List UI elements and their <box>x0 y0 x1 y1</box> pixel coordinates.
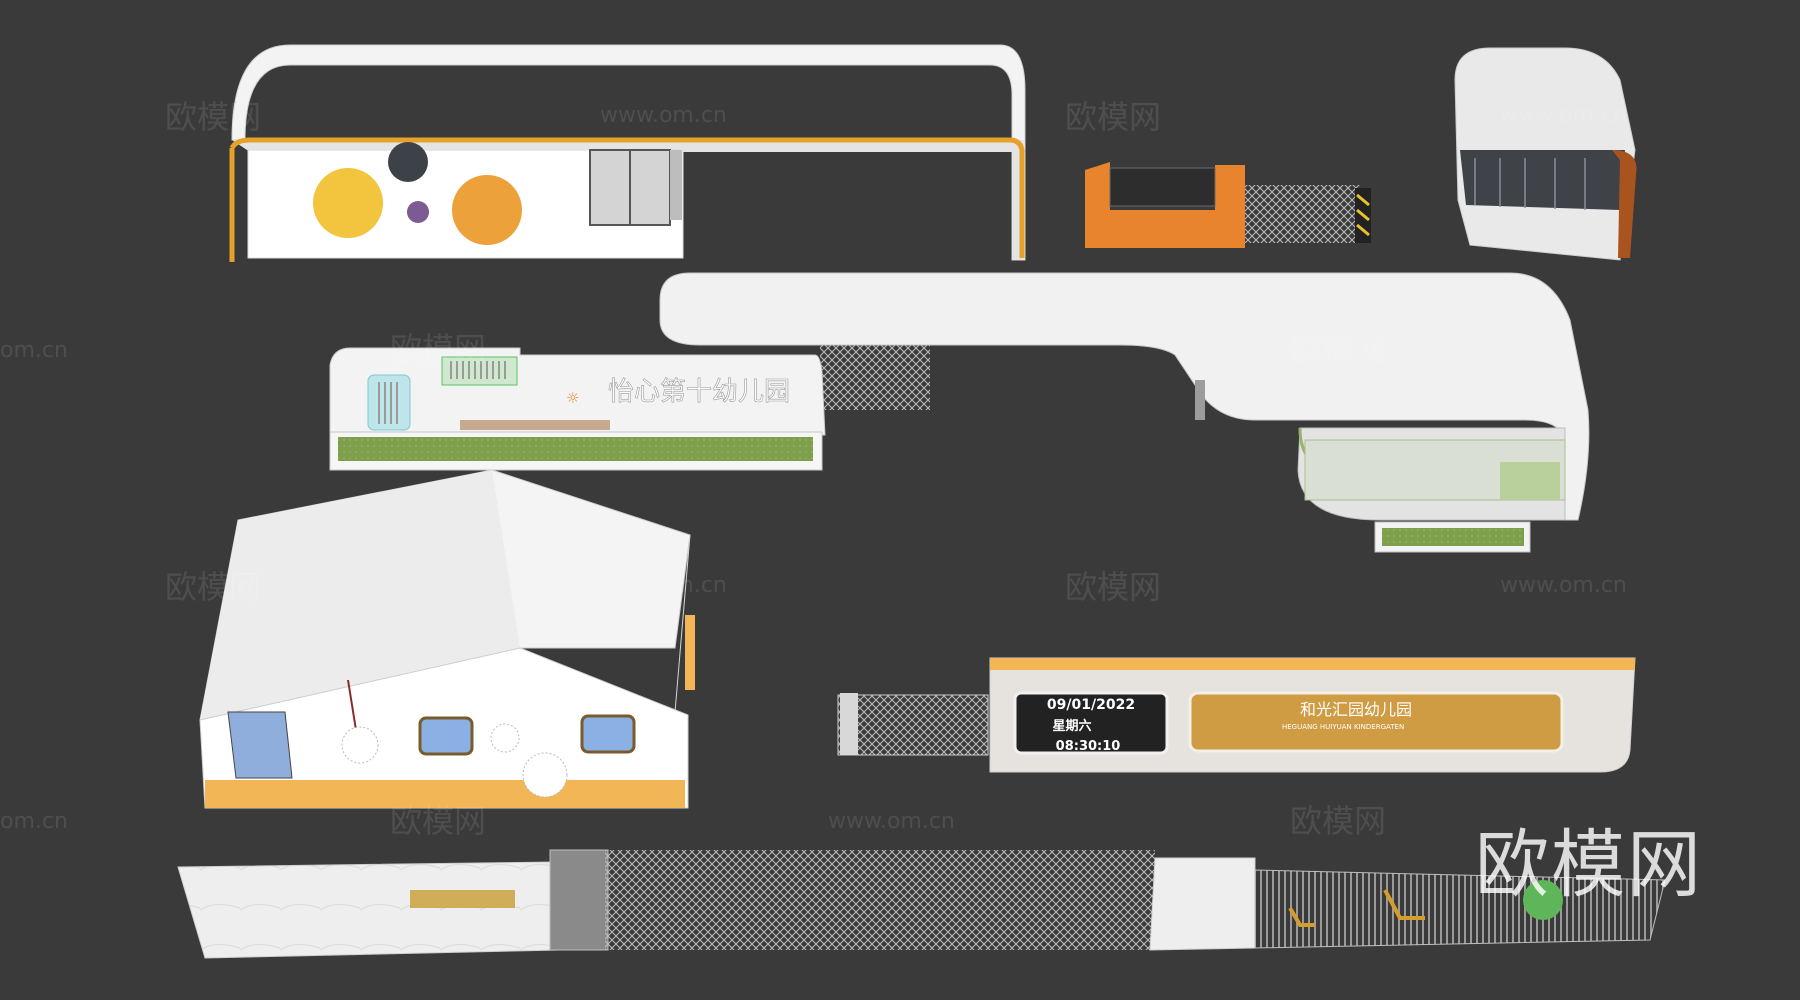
watermark-brand: 欧模网 <box>1290 330 1386 368</box>
watermark-url: om.cn <box>0 809 68 834</box>
clock-time: 08:30:10 <box>1056 739 1121 754</box>
watermark-url: www.om.cn <box>1500 103 1627 128</box>
deer-decoration <box>1288 889 1425 927</box>
watermark-url: om.cn <box>0 338 68 363</box>
watermark-brand: 欧模网 <box>165 568 261 606</box>
dark-circle-decoration <box>388 142 428 182</box>
yellow-circle-decoration <box>313 168 383 238</box>
gate-sign-gold <box>410 890 515 908</box>
canopy-gate-model <box>229 44 1026 262</box>
watermark-brand: 欧模网 <box>390 330 486 368</box>
house-gate-model <box>199 469 695 809</box>
brand-watermark-large: 欧模网 <box>1475 822 1703 908</box>
bottom-long-gate-model <box>177 849 1666 959</box>
purple-circle-decoration <box>407 201 429 223</box>
long-canopy-gate-model <box>659 272 1590 553</box>
digital-clock-panel <box>1013 691 1169 755</box>
watermark-url: www.om.cn <box>600 103 727 128</box>
retractable-gate <box>605 850 1155 950</box>
retractable-gate <box>820 345 930 410</box>
orange-retractable-gate-model <box>1085 162 1371 248</box>
kindergarten-2-english-name: HEGUANG HUIYUAN KINDERGATEN <box>1282 723 1404 731</box>
kindergarten-logo: ☼ <box>566 389 579 407</box>
watermark-url: www.om.cn <box>1500 573 1627 598</box>
kindergarten-1-name: 怡心第十幼儿园 <box>608 377 790 407</box>
kindergarten-wall-2-model: 09/01/2022 星期六 08:30:10 和光汇园幼儿园 HEGUANG … <box>837 657 1636 773</box>
orange-circle-decoration <box>452 175 522 245</box>
watermark-brand: 欧模网 <box>1290 802 1386 840</box>
clock-date: 09/01/2022 <box>1047 697 1135 713</box>
watermark-brand: 欧模网 <box>390 802 486 840</box>
tree-icon <box>1523 880 1563 920</box>
clock-weekday: 星期六 <box>1052 718 1091 734</box>
kindergarten-2-name: 和光汇园幼儿园 <box>1300 700 1412 719</box>
retractable-gate <box>837 694 989 756</box>
kindergarten-wall-1-model: ☼ 怡心第十幼儿园 <box>329 347 826 471</box>
watermark-brand: 欧模网 <box>1065 568 1161 606</box>
watermark-url: www.om.cn <box>828 809 955 834</box>
watermark-layer: 欧模网 www.om.cn 欧模网 www.om.cn om.cn 欧模网 欧模… <box>0 98 1627 840</box>
watermark-url: www.om.cn <box>600 573 727 598</box>
kindergarten-2-sign <box>1188 691 1564 753</box>
watermark-brand: 欧模网 <box>1065 98 1161 136</box>
guard-booth-model <box>1454 47 1637 261</box>
watermark-brand: 欧模网 <box>165 98 261 136</box>
